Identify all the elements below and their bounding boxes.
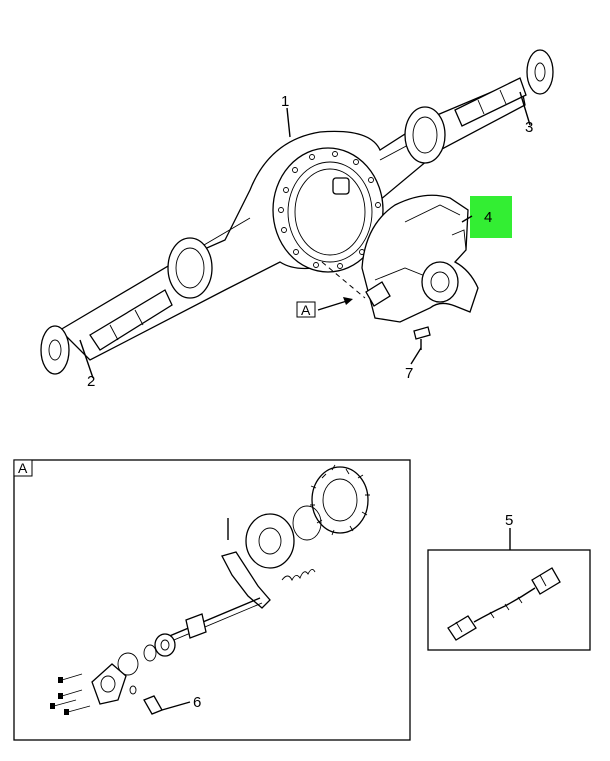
callout-1: 1	[281, 93, 289, 110]
callout-6: 6	[193, 694, 201, 711]
detail-a-reference[interactable]	[296, 297, 353, 318]
leader-lines	[79, 91, 531, 379]
callout-4: 4	[484, 209, 492, 226]
diff-lock-assembly[interactable]	[50, 464, 370, 715]
detail-a-tag-frame	[13, 459, 33, 477]
wiring-harness[interactable]	[447, 567, 561, 641]
item5-frame	[427, 549, 591, 651]
detail-a-tag: A	[301, 302, 311, 318]
leader-6	[161, 701, 191, 711]
alignment-dashed-line	[321, 261, 366, 299]
carrier-bolt[interactable]	[413, 326, 431, 350]
callout-3: 3	[525, 119, 533, 136]
callout-2: 2	[87, 373, 95, 390]
differential-carrier[interactable]	[361, 194, 479, 323]
detail-a-frame	[13, 459, 411, 741]
detail-a-inset-tag: A	[18, 460, 28, 476]
highlight-box-4	[470, 196, 512, 238]
callout-5: 5	[505, 512, 513, 529]
callout-7: 7	[405, 365, 413, 382]
axle-housing[interactable]	[40, 49, 554, 375]
